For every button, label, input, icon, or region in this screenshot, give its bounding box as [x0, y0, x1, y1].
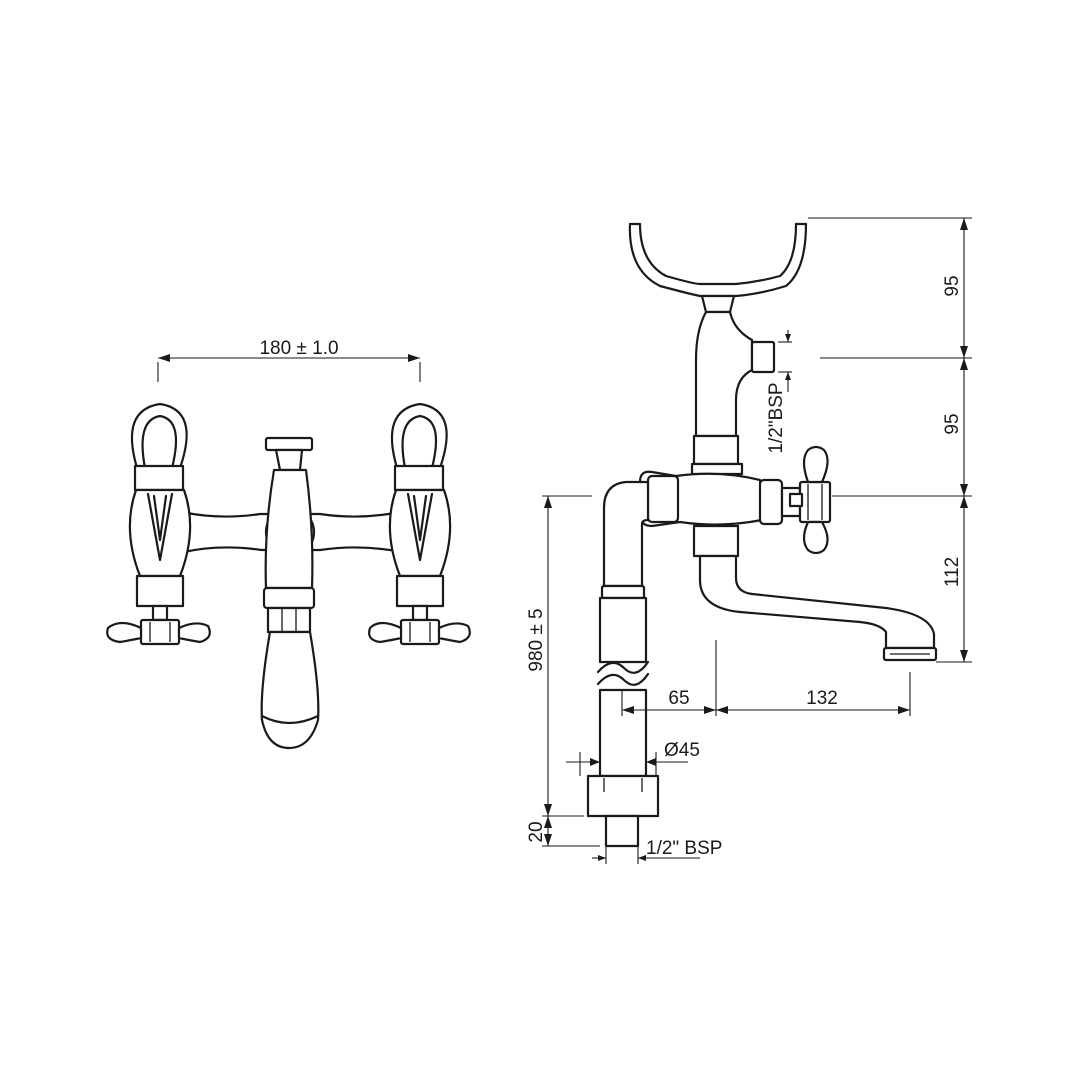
dimension-shower-thread: 1/2"BSP — [766, 330, 792, 454]
cross-lever-top — [802, 445, 829, 484]
dimension-diameter: Ø45 — [566, 740, 700, 776]
left-lever-left — [106, 621, 143, 644]
right-handle-loop — [390, 402, 448, 470]
shower-cradle — [628, 222, 808, 314]
spout — [692, 524, 938, 662]
floor-flange — [586, 774, 660, 818]
left-handle-loop — [130, 402, 188, 470]
valve-body-side — [638, 445, 832, 555]
shower-outlet-nipple — [750, 340, 776, 374]
left-lever-right — [177, 622, 211, 644]
right-lever-right — [437, 622, 471, 644]
dimension-width-label: 180 ± 1.0 — [259, 338, 338, 359]
dimension-spout-reach: 65 132 — [621, 640, 911, 716]
dimension-spout-height-label: 112 — [942, 557, 963, 587]
dimension-offset-b-label: 132 — [806, 688, 838, 709]
dimension-chain-right: 95 95 112 — [808, 217, 972, 663]
cross-lever-bottom — [802, 520, 829, 555]
dimension-shower-thread-label: 1/2"BSP — [766, 382, 787, 453]
front-view: 180 ± 1.0 — [106, 338, 471, 750]
dimension-width: 180 ± 1.0 — [157, 338, 421, 382]
dimension-outlet-label: 95 — [942, 413, 963, 434]
right-valve — [368, 402, 471, 646]
side-view: 95 95 112 1/2"BSP 980 ± 5 20 — [526, 217, 972, 864]
dimension-cradle-label: 95 — [942, 275, 963, 296]
right-lever-left — [368, 621, 403, 644]
floor-inlet — [604, 814, 640, 848]
dimension-floor-thread: 1/2" BSP — [592, 838, 722, 864]
dimension-floor-thread-label: 1/2" BSP — [646, 838, 722, 859]
hand-shower-front — [260, 436, 320, 750]
dimension-offset-a-label: 65 — [668, 688, 689, 709]
top-cap — [264, 436, 314, 452]
upper-column — [690, 310, 776, 476]
pipe-break-mark — [596, 660, 650, 674]
riser-pipe — [586, 480, 660, 848]
dimension-riser: 980 ± 5 20 — [526, 495, 600, 847]
hand-shower-handle — [260, 630, 320, 750]
dimension-flange-label: 20 — [526, 821, 547, 842]
left-valve — [106, 402, 211, 646]
dimension-diameter-label: Ø45 — [664, 740, 700, 761]
dimension-riser-label: 980 ± 5 — [526, 608, 547, 671]
